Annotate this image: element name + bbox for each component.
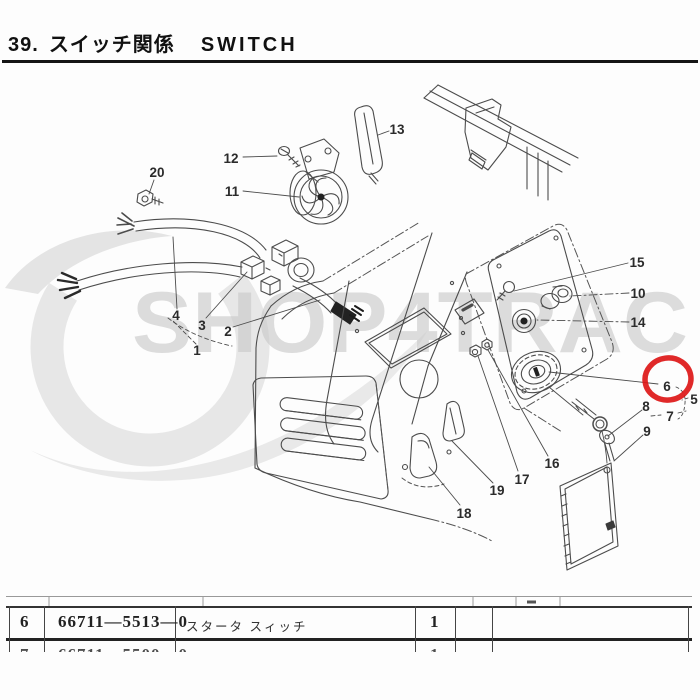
callout-5: 5	[690, 392, 698, 407]
table-vline	[175, 606, 176, 652]
table-vline	[492, 606, 493, 652]
callout-14: 14	[630, 315, 646, 330]
callout-4: 4	[172, 308, 180, 323]
parts-table: 6 66711—5513—0 スタータ スィッチ 1 7 66711—5500—…	[0, 594, 700, 652]
section-number: 39.	[8, 34, 39, 56]
callout-15: 15	[629, 255, 645, 270]
callout-19: 19	[489, 483, 504, 498]
strap-drawing	[354, 105, 383, 185]
table-line-top	[6, 596, 692, 597]
callout-11: 11	[225, 184, 240, 199]
table-vline	[688, 606, 689, 652]
console-body-drawing	[254, 221, 563, 542]
callout-17: 17	[514, 472, 529, 487]
qty-cell: 1	[430, 612, 439, 631]
leader-lines	[148, 130, 689, 506]
title-underline	[2, 60, 698, 63]
part-no-cell: 66711—5513—0	[58, 612, 189, 631]
callout-7: 7	[666, 409, 674, 424]
table-vline	[9, 606, 10, 652]
control-panel-drawing	[454, 223, 614, 416]
callout-numbers: 1 2 3 4 5 6 7 8 9 10 11 12 13 14 15 16 1…	[149, 122, 698, 521]
title-japanese: スイッチ関係	[48, 34, 175, 56]
table-row-divider	[6, 638, 692, 641]
description-cell: ライト スイッチ	[186, 648, 293, 652]
keys-and-plate-drawing	[559, 398, 619, 571]
starter-switch-drawing	[510, 350, 562, 394]
description-cell: スタータ スィッチ	[186, 620, 308, 634]
qty-cell: 1	[430, 645, 439, 652]
watermark-text: SHOP4TRAC	[132, 275, 688, 371]
callout-10: 10	[630, 286, 645, 301]
callout-9: 9	[643, 424, 651, 439]
table-header-remnant	[48, 596, 561, 606]
callout-2: 2	[224, 324, 232, 339]
table-vline	[455, 606, 456, 652]
grille-drawing	[252, 375, 389, 500]
ref-no-cell: 6	[20, 612, 29, 631]
table-row-top-border	[6, 606, 692, 608]
table-vline	[415, 606, 416, 652]
table-vline	[44, 606, 45, 652]
frame-rails-drawing	[423, 84, 579, 201]
title-english: SWITCH	[200, 34, 298, 56]
ref-no-cell: 7	[20, 645, 29, 652]
callout-16: 16	[544, 456, 560, 471]
callout-8: 8	[642, 399, 650, 414]
callout-3: 3	[198, 318, 206, 333]
callout-6: 6	[663, 379, 671, 394]
callout-20: 20	[149, 165, 164, 180]
callout-13: 13	[389, 122, 405, 137]
red-circle-annotation	[642, 355, 694, 403]
wire-harness-drawing	[56, 212, 364, 325]
horn-drawing	[277, 138, 349, 225]
callout-1: 1	[193, 343, 201, 358]
bolt-drawing	[136, 189, 164, 207]
part-no-cell: 66711—5500—0	[58, 645, 188, 652]
callout-12: 12	[223, 151, 238, 166]
callout-18: 18	[456, 506, 472, 521]
lever-switches-drawing	[401, 400, 465, 488]
page-title: 39. スイッチ関係 SWITCH	[8, 28, 298, 57]
